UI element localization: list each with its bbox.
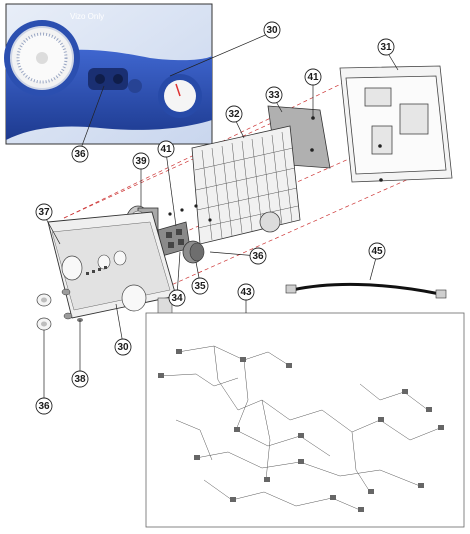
wiring-harness-panel xyxy=(145,312,465,528)
callout-number: 36 xyxy=(38,401,50,412)
callout-45: 45 xyxy=(368,242,386,260)
callout-34: 34 xyxy=(168,289,186,307)
control-knob xyxy=(182,240,205,264)
callout-number: 41 xyxy=(307,72,319,83)
callout-circle xyxy=(35,397,53,415)
bracket-screws xyxy=(168,204,212,222)
callout-33: 33 xyxy=(265,86,283,104)
callout-layer: 30 31 41 33 32 39 41 36 37 36 45 35 34 43 30 38 36 xyxy=(35,21,395,415)
grommet-parts xyxy=(36,288,83,331)
callout-number: 36 xyxy=(252,251,264,262)
callout-number: 31 xyxy=(380,42,392,53)
callout-36: 36 xyxy=(71,145,89,163)
callout-30: 30 xyxy=(263,21,281,39)
timer-dial-photo xyxy=(4,20,80,96)
callout-circle xyxy=(168,289,186,307)
callout-38: 38 xyxy=(71,370,89,388)
callout-30: 30 xyxy=(114,338,132,356)
callout-circle xyxy=(191,277,209,295)
callout-36: 36 xyxy=(249,247,267,265)
callout-circle xyxy=(249,247,267,265)
callout-circle xyxy=(263,21,281,39)
callout-circle xyxy=(71,145,89,163)
callout-circle xyxy=(265,86,283,104)
front-fascia xyxy=(47,211,177,319)
callout-number: 41 xyxy=(160,144,172,155)
callout-number: 33 xyxy=(268,90,280,101)
callout-43: 43 xyxy=(237,283,255,301)
callout-number: 35 xyxy=(194,281,206,292)
grille-frame xyxy=(191,125,301,245)
callout-circle xyxy=(114,338,132,356)
inset-knob xyxy=(95,74,105,84)
callout-number: 45 xyxy=(371,246,383,257)
callout-circle xyxy=(157,140,175,158)
rear-casing xyxy=(339,65,453,183)
callout-number: 38 xyxy=(74,374,86,385)
callout-circle xyxy=(71,370,89,388)
callout-number: 32 xyxy=(228,109,240,120)
callout-number: 39 xyxy=(135,156,147,167)
callout-circle xyxy=(35,203,53,221)
inset-caption: Vizo Only xyxy=(70,12,104,21)
callout-35: 35 xyxy=(191,277,209,295)
callout-circle xyxy=(368,242,386,260)
callout-circle xyxy=(132,152,150,170)
callout-circle xyxy=(377,38,395,56)
callout-circle xyxy=(237,283,255,301)
inset-knob xyxy=(113,74,123,84)
callout-number: 30 xyxy=(117,342,129,353)
callout-number: 37 xyxy=(38,207,50,218)
callout-number: 34 xyxy=(171,293,183,304)
callout-circle xyxy=(304,68,322,86)
callout-31: 31 xyxy=(377,38,395,56)
callout-number: 30 xyxy=(266,25,278,36)
callout-41: 41 xyxy=(304,68,322,86)
callout-36: 36 xyxy=(35,397,53,415)
callout-39: 39 xyxy=(132,152,150,170)
wiring-lead xyxy=(285,282,447,299)
callout-37: 37 xyxy=(35,203,53,221)
callout-41: 41 xyxy=(157,140,175,158)
callout-circle xyxy=(225,105,243,123)
inset-photo: Vizo Only xyxy=(4,3,213,145)
inset-knob xyxy=(128,79,142,93)
callout-number: 36 xyxy=(74,149,86,160)
callout-number: 43 xyxy=(240,287,252,298)
callout-32: 32 xyxy=(225,105,243,123)
inset-control-window xyxy=(88,68,128,90)
pressure-gauge-photo xyxy=(158,74,202,118)
